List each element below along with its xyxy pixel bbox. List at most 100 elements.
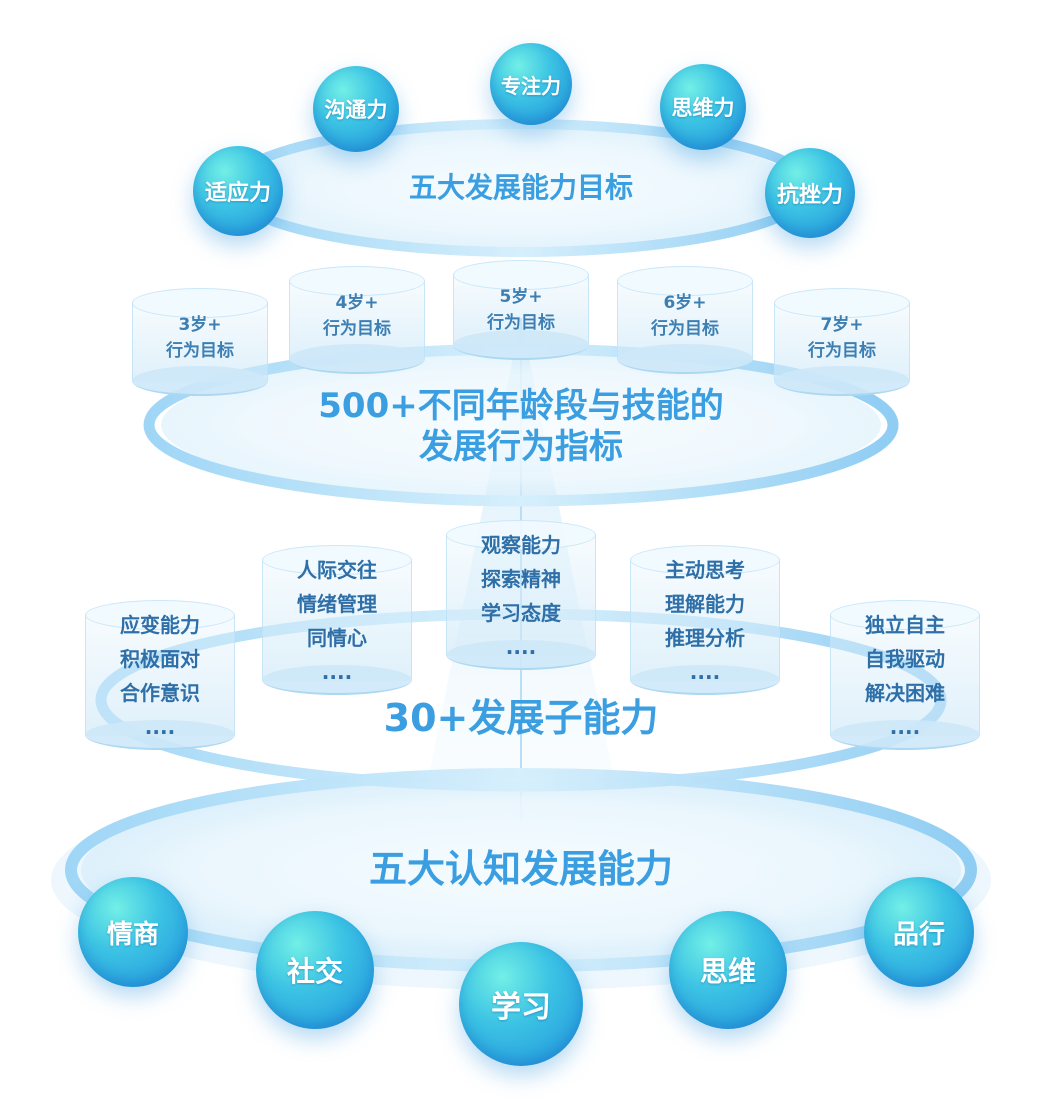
age-pillar-body	[289, 280, 425, 360]
sub-ability-pillar: 独立自主自我驱动解决困难....	[830, 600, 980, 750]
age-pillar-cap	[774, 288, 910, 318]
sub-pillar-body	[85, 614, 235, 736]
age-pillar: 6岁+ 行为目标	[617, 266, 753, 374]
age-ring-disk	[161, 353, 881, 497]
sub-ability-pillar: 观察能力探索精神学习态度....	[446, 520, 596, 670]
age-pillar-base	[453, 330, 589, 360]
age-pillar-base	[289, 344, 425, 374]
age-pillar-cap	[132, 288, 268, 318]
bottom-ring	[65, 768, 977, 972]
age-pillar-text: 3岁+ 行为目标	[132, 312, 268, 364]
top-ability-node: 沟通力	[313, 66, 399, 152]
sub-pillar-base	[630, 665, 780, 695]
sub-pillar-base	[85, 720, 235, 750]
sub-ability-item: ....	[689, 660, 721, 684]
age-pillar-base	[617, 344, 753, 374]
age-pillar-cap	[289, 266, 425, 296]
age-pillar-body	[617, 280, 753, 360]
sub-ability-item: 学习态度	[481, 601, 561, 625]
age-pillar: 7岁+行为目标	[774, 288, 910, 396]
sub-pillar-cap	[446, 520, 596, 550]
bottom-glow	[51, 770, 991, 990]
central-cone	[420, 318, 622, 820]
age-pillar-label: 行为目标	[323, 319, 391, 339]
sub-ability-pillar: 应变能力积极面对合作意识....	[85, 600, 235, 750]
sub-ability-item: 解决困难	[865, 681, 945, 705]
sub-pillar-text: 应变能力积极面对合作意识....	[85, 608, 235, 744]
age-pillar-cap	[453, 260, 589, 290]
cognitive-ability-node: 社交	[256, 911, 374, 1029]
age-pillar: 3岁+ 行为目标	[132, 288, 268, 396]
age-pillar-label: 行为目标	[808, 341, 876, 361]
age-pillar-body	[453, 274, 589, 346]
age-pillar-label: 行为目标	[166, 341, 234, 361]
sub-pillar-base	[262, 665, 412, 695]
top-ring-disk	[243, 128, 799, 248]
age-pillar-age: 3岁+	[178, 315, 222, 335]
bottom-ring-disk	[81, 778, 961, 962]
sub-ability-item: ....	[889, 715, 921, 739]
age-layer-title-line: 500+不同年龄段与技能的	[318, 386, 724, 426]
age-pillar-body	[774, 302, 910, 382]
sub-ability-item: 情绪管理	[297, 592, 377, 616]
sub-ability-item: 人际交往	[297, 558, 377, 582]
age-pillar-text: 7岁+行为目标	[774, 312, 910, 364]
top-ability-node: 专注力	[490, 43, 572, 125]
age-ring	[143, 343, 899, 507]
sub-pillar-cap	[830, 600, 980, 630]
sub-pillar-text: 独立自主自我驱动解决困难....	[830, 608, 980, 744]
sub-pillar-body	[446, 534, 596, 656]
age-layer-title-line: 发展行为指标	[419, 427, 623, 468]
sub-pillar-body	[630, 559, 780, 681]
sub-ability-item: 同情心	[307, 626, 367, 650]
cognitive-ability-node: 学习	[459, 942, 583, 1066]
age-pillar-body	[132, 302, 268, 382]
age-pillar-age: 4岁+	[335, 293, 379, 313]
sub-ability-item: 探索精神	[481, 567, 561, 591]
top-layer-title: 五大发展能力目标	[408, 171, 634, 204]
top-ability-node: 适应力	[193, 146, 283, 236]
age-pillar-text: 4岁+ 行为目标	[289, 290, 425, 342]
age-pillar-age: 6岁+	[663, 293, 707, 313]
sub-ability-item: ....	[321, 660, 353, 684]
sub-ability-item: ....	[505, 635, 537, 659]
sub-ability-item: 自我驱动	[865, 647, 945, 671]
sub-ability-item: 主动思考	[665, 558, 745, 582]
sub-layer-title: 30+发展子能力	[383, 696, 659, 740]
top-ability-node: 抗挫力	[765, 148, 855, 238]
sub-ability-item: 观察能力	[481, 533, 561, 557]
sub-ability-item: 应变能力	[120, 613, 200, 637]
age-pillar-label: 行为目标	[487, 313, 555, 333]
sub-ability-item: 推理分析	[665, 626, 745, 650]
age-pillar-label: 行为目标	[651, 319, 719, 339]
cognitive-ability-node: 情商	[78, 877, 188, 987]
age-pillar: 5岁+ 行为目标	[453, 260, 589, 360]
sub-pillar-cap	[85, 600, 235, 630]
sub-pillar-body	[262, 559, 412, 681]
age-pillar-base	[774, 366, 910, 396]
sub-pillar-cap	[262, 545, 412, 575]
bottom-layer-title: 五大认知发展能力	[368, 847, 674, 891]
age-pillar-cap	[617, 266, 753, 296]
sub-pillar-text: 人际交往情绪管理同情心....	[262, 553, 412, 689]
sub-ability-pillar: 人际交往情绪管理同情心....	[262, 545, 412, 695]
top-ability-node: 思维力	[660, 64, 746, 150]
age-pillar-text: 5岁+ 行为目标	[453, 284, 589, 336]
age-pillar-text: 6岁+ 行为目标	[617, 290, 753, 342]
cognitive-ability-node: 品行	[864, 877, 974, 987]
cognitive-ability-node: 思维	[669, 911, 787, 1029]
age-pillar-age: 5岁+	[499, 287, 543, 307]
sub-pillar-body	[830, 614, 980, 736]
sub-ability-item: 理解能力	[665, 592, 745, 616]
top-ring	[226, 119, 816, 257]
sub-pillar-base	[446, 640, 596, 670]
sub-ability-item: 合作意识	[120, 681, 200, 705]
sub-ability-item: ....	[144, 715, 176, 739]
age-pillar-base	[132, 366, 268, 396]
sub-ring	[95, 608, 947, 792]
sub-ability-item: 积极面对	[120, 647, 200, 671]
sub-pillar-base	[830, 720, 980, 750]
